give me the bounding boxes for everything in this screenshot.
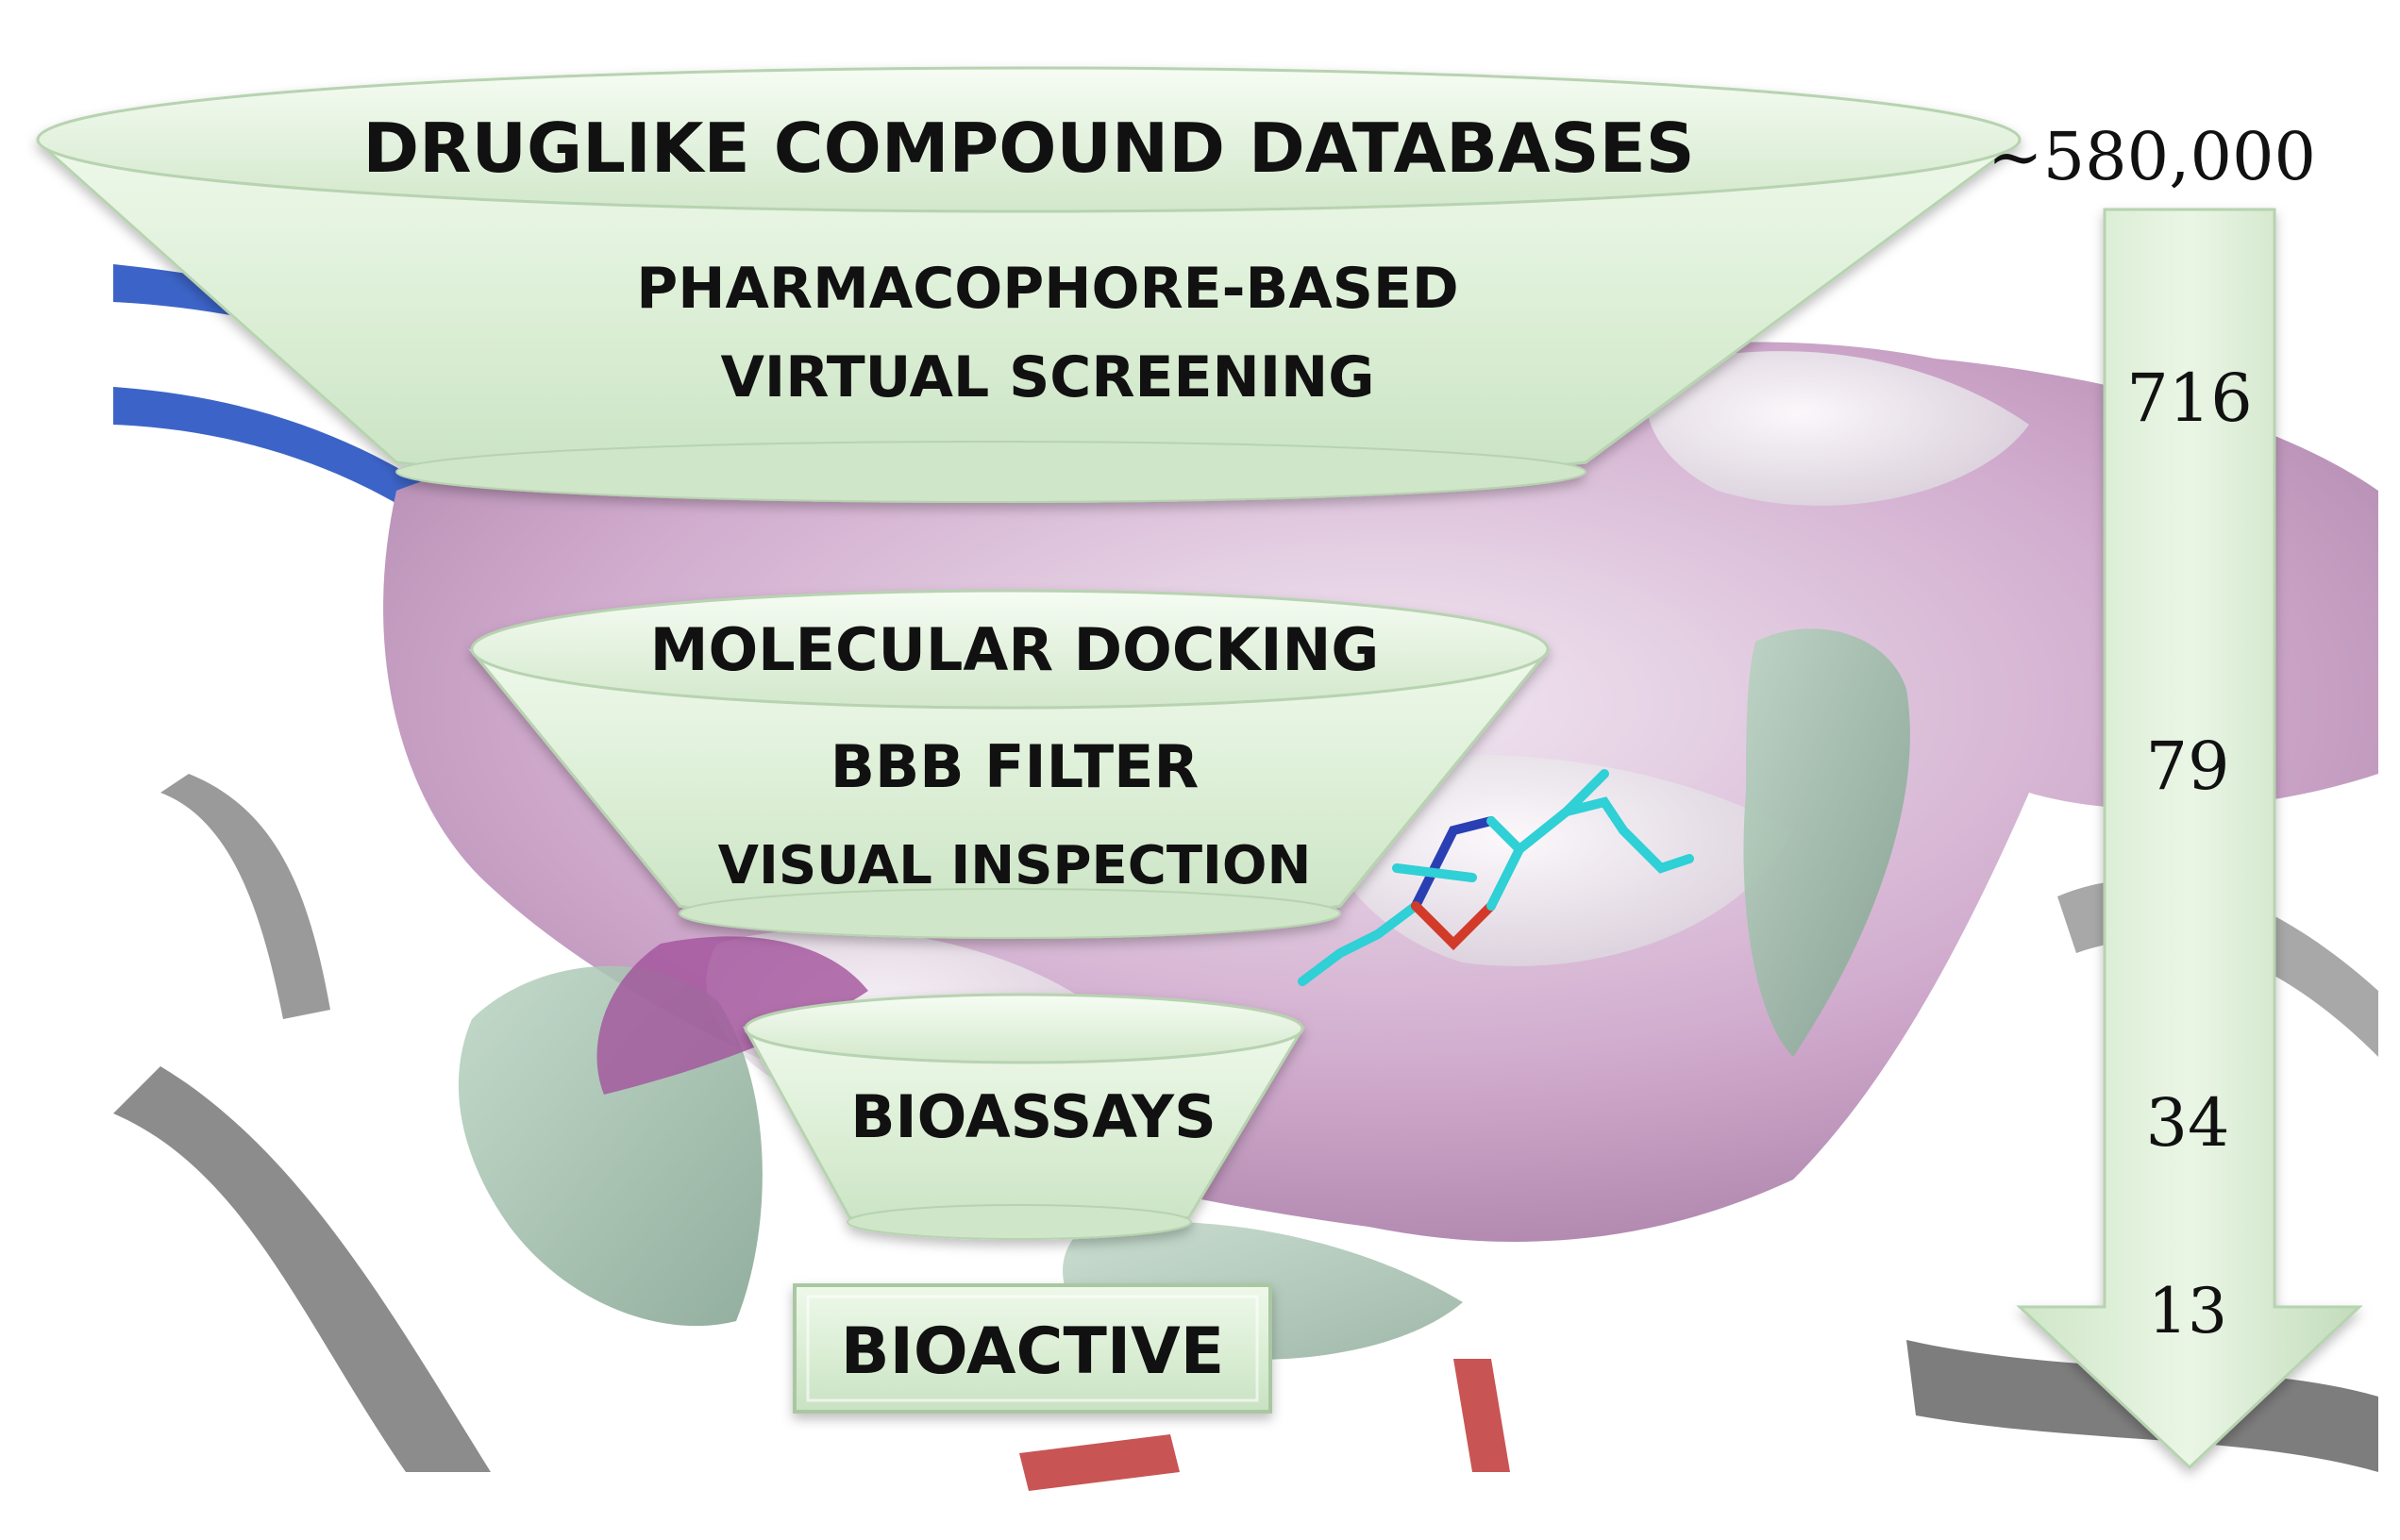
funnel-rim — [744, 993, 1304, 1064]
red-ribbon — [1453, 1359, 1510, 1472]
funnel-stage-1 — [36, 66, 2022, 503]
funnel-stage-3 — [742, 993, 1306, 1240]
stage-label-bbb-filter: BBB FILTER — [831, 732, 1199, 801]
stage-label-bioassays: BIOASSAYS — [850, 1082, 1216, 1151]
gray-ribbon — [113, 1066, 491, 1472]
down-arrow — [2016, 208, 2363, 1470]
count-databases: ~580,000 — [1988, 118, 2316, 195]
red-ribbon — [1019, 1434, 1180, 1491]
result-box — [793, 1283, 1272, 1414]
funnel-neck — [679, 888, 1341, 939]
ligand-molecule — [1298, 769, 1694, 986]
count-filtering: 79 — [2145, 728, 2229, 805]
stage-label-bioactive: BIOACTIVE — [841, 1314, 1224, 1389]
count-bioassays: 34 — [2145, 1084, 2229, 1162]
blue-ribbon — [113, 387, 462, 533]
gray-ribbon — [160, 774, 330, 1019]
stage-label-visual-inspection: VISUAL INSPECTION — [718, 835, 1312, 896]
funnel-neck — [395, 441, 1586, 503]
protein-surface-light — [1645, 351, 2029, 506]
count-bioactive: 13 — [2148, 1275, 2227, 1348]
stage-label-virtual-screening: VIRTUAL SCREENING — [720, 344, 1374, 410]
funnel-rim — [36, 66, 2022, 213]
protein-surface-magenta — [596, 936, 868, 1095]
funnel-rim — [470, 589, 1550, 710]
stage-label-pharmacophore: PHARMACOPHORE-BASED — [636, 256, 1458, 322]
stage-label-molecular-docking: MOLECULAR DOCKING — [650, 615, 1380, 684]
stage-label-databases: DRUGLIKE COMPOUND DATABASES — [362, 109, 1694, 188]
funnel-neck — [847, 1204, 1192, 1240]
count-virtual-screening: 716 — [2126, 360, 2253, 437]
protein-surface-green — [1743, 628, 1910, 1057]
funnel-stage-2 — [467, 589, 1552, 939]
protein-surface-light — [1317, 755, 1793, 966]
